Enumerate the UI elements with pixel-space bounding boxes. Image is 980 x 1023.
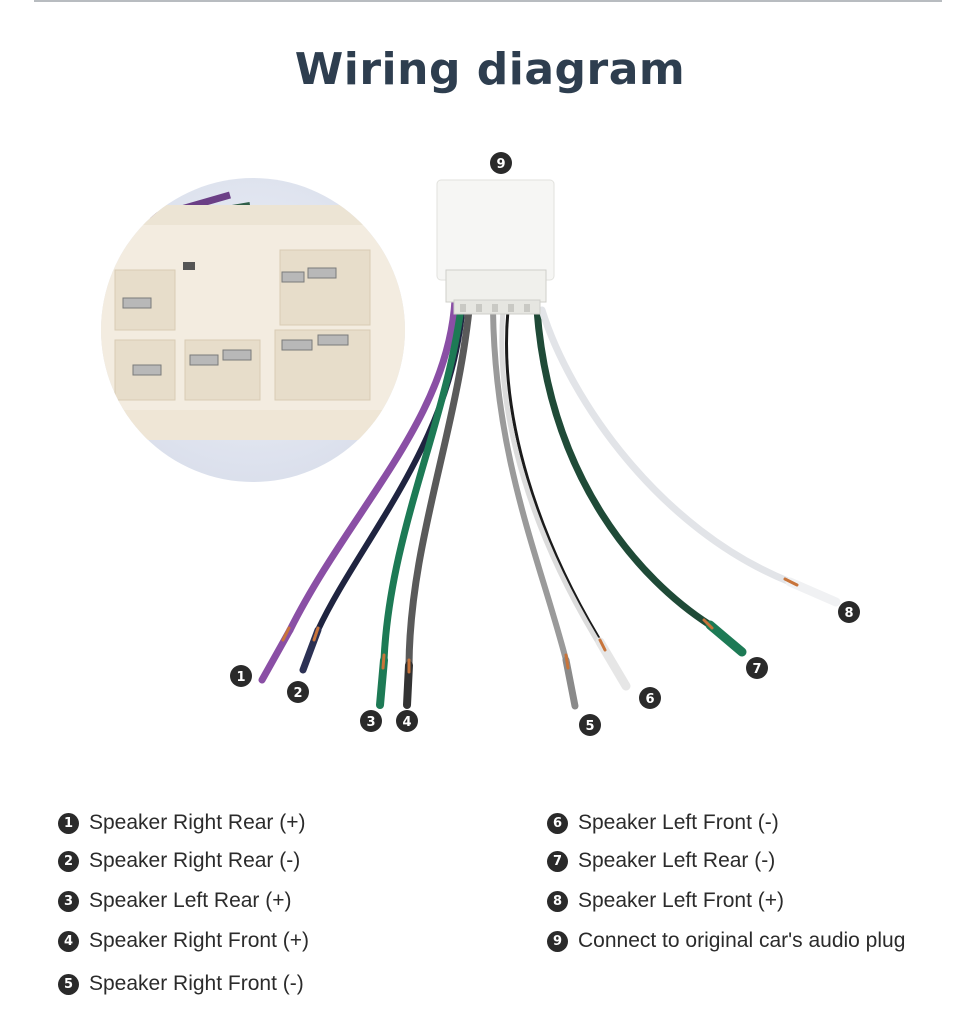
marker-5: 5 — [579, 714, 601, 736]
legend-item-6: 6 Speaker Left Front (-) — [547, 811, 779, 835]
legend-badge-5: 5 — [58, 973, 79, 995]
legend-badge-4: 4 — [58, 930, 79, 952]
marker-9: 9 — [490, 152, 512, 174]
wire-1-purple — [286, 296, 459, 634]
legend-item-2: 2 Speaker Right Rear (-) — [58, 849, 300, 873]
marker-6: 6 — [639, 687, 661, 709]
legend-item-7: 7 Speaker Left Rear (-) — [547, 849, 775, 873]
marker-8-label: 8 — [844, 606, 853, 621]
legend-text-9: Connect to original car's audio plug — [578, 929, 906, 952]
wire-6-white — [499, 307, 601, 645]
marker-9-label: 9 — [496, 157, 505, 172]
legend-badge-2: 2 — [58, 850, 79, 872]
marker-4: 4 — [396, 710, 418, 732]
legend-item-3: 3 Speaker Left Rear (+) — [58, 889, 292, 913]
marker-2-label: 2 — [293, 686, 302, 701]
legend-badge-1: 1 — [58, 812, 79, 834]
wire-bundle — [258, 296, 841, 710]
marker-7-label: 7 — [752, 662, 761, 677]
wire-7-tip — [705, 620, 747, 657]
legend-text-8: Speaker Left Front (+) — [578, 889, 785, 912]
legend-text-4: Speaker Right Front (+) — [89, 929, 310, 952]
legend-badge-7: 7 — [547, 850, 568, 872]
wire-8-white — [538, 306, 794, 586]
legend-text-2: Speaker Right Rear (-) — [89, 849, 301, 872]
legend-item-1: 1 Speaker Right Rear (+) — [58, 811, 306, 835]
legend-item-5: 5 Speaker Right Front (-) — [58, 972, 304, 996]
wire-6-black — [505, 308, 602, 642]
legend-text-7: Speaker Left Rear (-) — [578, 849, 776, 872]
wire-5-lightgray — [490, 307, 569, 663]
copper-strips — [281, 577, 799, 674]
legend-text-3: Speaker Left Rear (+) — [89, 889, 292, 912]
top-divider — [34, 0, 942, 2]
marker-3: 3 — [360, 710, 382, 732]
marker-5-label: 5 — [585, 719, 594, 734]
legend-badge-6: 6 — [547, 812, 568, 834]
wire-4-gray — [405, 296, 474, 669]
legend-item-4: 4 Speaker Right Front (+) — [58, 929, 309, 953]
legend-text-5: Speaker Right Front (-) — [89, 972, 304, 995]
marker-1-label: 1 — [236, 670, 245, 685]
legend-item-8: 8 Speaker Left Front (+) — [547, 889, 784, 913]
legend-item-9: 9 Connect to original car's audio plug — [547, 929, 905, 953]
wire-3-green — [380, 296, 466, 664]
marker-8: 8 — [838, 601, 860, 623]
wire-7-darkgreen — [533, 306, 714, 629]
legend-badge-9: 9 — [547, 930, 568, 952]
marker-6-label: 6 — [645, 692, 654, 707]
marker-2: 2 — [287, 681, 309, 703]
connector-closeup — [101, 178, 405, 482]
marker-1: 1 — [230, 665, 252, 687]
legend-text-1: Speaker Right Rear (+) — [89, 811, 306, 834]
legend-text-6: Speaker Left Front (-) — [578, 811, 779, 834]
marker-4-label: 4 — [402, 715, 411, 730]
page-title: Wiring diagram — [294, 44, 686, 95]
marker-3-label: 3 — [366, 715, 375, 730]
audio-plug — [436, 179, 555, 315]
legend-badge-8: 8 — [547, 890, 568, 912]
marker-7: 7 — [746, 657, 768, 679]
legend-badge-3: 3 — [58, 890, 79, 912]
